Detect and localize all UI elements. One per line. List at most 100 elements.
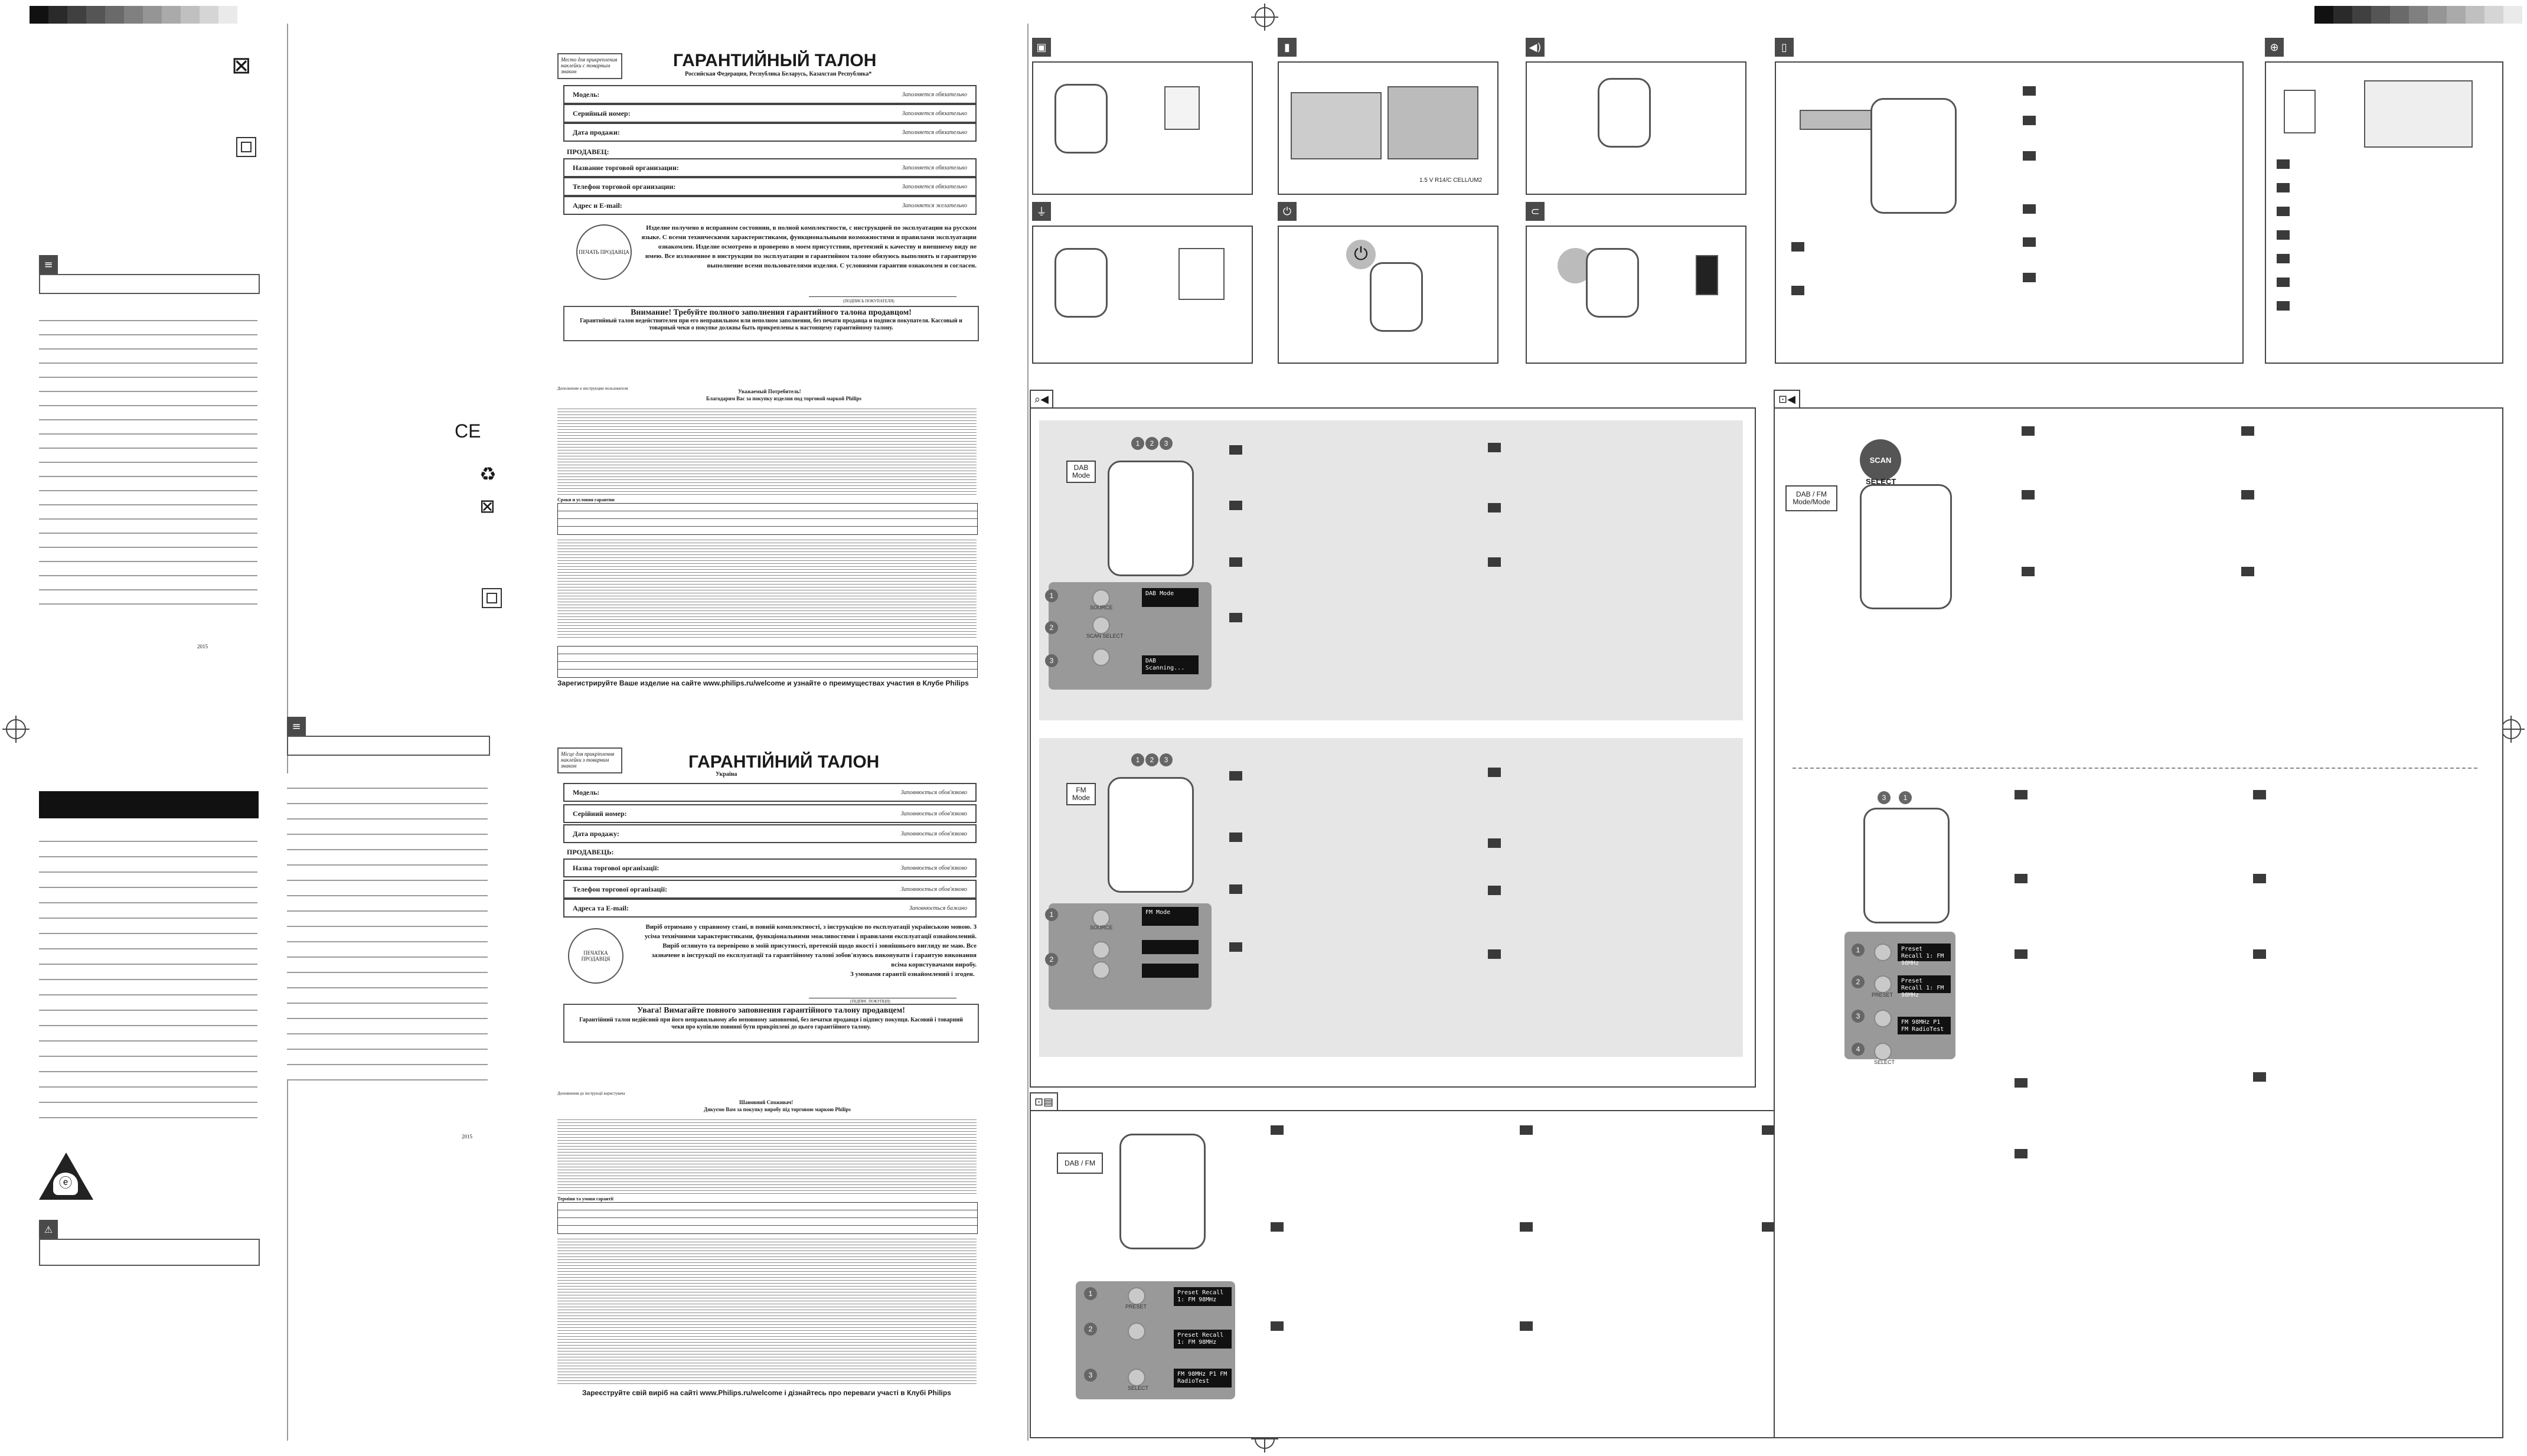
dab-scan-header: ⌕◀ [1030, 390, 1053, 409]
scan-select-button[interactable] [1092, 616, 1110, 634]
scan-button-big[interactable]: SCAN [1860, 439, 1901, 481]
fm-source-button[interactable] [1092, 909, 1110, 927]
store-instr-4 [2015, 1078, 2028, 1088]
weee-bin-icon: ⊠ [479, 495, 495, 517]
step-1c: 3 [1160, 437, 1173, 450]
ua-register-link[interactable]: Зареєструйте свій виріб на сайті www.Phi… [582, 1389, 951, 1397]
dab-instr-3 [1229, 557, 1242, 567]
registration-mark-left [2, 716, 30, 743]
ua-agree: З умовами гарантії ознайомлений і згоден… [850, 971, 975, 978]
grey-right-swatch-6 [2428, 6, 2447, 24]
scan-radio-illustration [1860, 484, 1952, 609]
preset-instr-5 [1520, 1222, 1533, 1232]
grey-left-swatch-4 [105, 6, 124, 24]
ua-seller-name[interactable]: Назва торгової організації:Заповнюється … [563, 858, 977, 877]
lcd-fm-tune-2 [1142, 964, 1199, 978]
grey-left-swatch-3 [86, 6, 105, 24]
ua-field-date[interactable]: Дата продажу:Заповнюється обов'язково [563, 824, 977, 843]
ua-thanks: Дякуємо Вам за покупку виробу під торгов… [704, 1106, 851, 1112]
panel-mains [1032, 226, 1253, 364]
store-instr-2 [2015, 874, 2028, 883]
grey-left-swatch-5 [124, 6, 143, 24]
ua-body-text [557, 1117, 977, 1194]
store-instr-1 [2015, 790, 2028, 799]
store-instr-9 [2253, 1072, 2266, 1082]
source-button[interactable] [1092, 589, 1110, 607]
battery-label: 1.5 V R14/C CELL/UM2 [1419, 177, 1483, 184]
ru-seller-address[interactable]: Адрес и E-mail:Заполняется желательно [563, 196, 977, 215]
store-tune-2-button[interactable] [1874, 1010, 1892, 1027]
preset-label: PRESET [1125, 1304, 1147, 1310]
ru-attention-body: Гарантийный талон недействителен при его… [580, 318, 962, 331]
ua-field-model[interactable]: Модель:Заповнюється обов'язково [563, 783, 977, 802]
preset-select-label: SELECT [1128, 1385, 1149, 1391]
store-step-4: 4 [1852, 1043, 1865, 1056]
store-step-2: 2 [1852, 975, 1865, 988]
page-number-1: 2015 [197, 644, 208, 649]
ua-field-serial[interactable]: Серійний номер:Заповнюється обов'язково [563, 804, 977, 823]
scan-instr-4 [2241, 426, 2254, 436]
dab-fm-label: DAB / FM [1057, 1153, 1103, 1174]
ua-terms-table [557, 1202, 978, 1234]
preset-instr-4 [1520, 1125, 1533, 1135]
tune-button[interactable] [1092, 648, 1110, 666]
store-select-label: SELECT [1874, 1059, 1895, 1065]
store-tune-button[interactable] [1874, 944, 1892, 961]
store-instr-6 [2253, 790, 2266, 799]
store-preset-button[interactable] [1874, 975, 1892, 993]
store-preset-label: PRESET [1872, 992, 1893, 998]
class-ii-icon-2 [482, 588, 502, 608]
ua-stamp-box: Місце для прикріплення наклейки з товарн… [557, 747, 622, 773]
ua-appendix-heading: Доповнення до інструкції користувача [557, 1091, 625, 1096]
fm-tune-down-button[interactable] [1092, 941, 1110, 959]
ua-attention-title: Увага! Вимагайте повного заповнення гара… [637, 1006, 905, 1015]
ua-seller-address[interactable]: Адреса та E-mail:Заповнюється бажано [563, 899, 977, 918]
grey-right-swatch-4 [2390, 6, 2409, 24]
col2-instr-6 [1488, 886, 1501, 895]
preset-tune-button[interactable] [1128, 1323, 1145, 1340]
dab-mode-label: DAB Mode [1066, 461, 1096, 483]
ua-seller-phone[interactable]: Телефон торгової організації:Заповнюєтьс… [563, 880, 977, 899]
ru-field-serial[interactable]: Серийный номер:Заполняется обязательно [563, 104, 977, 123]
preset-step-3: 3 [1084, 1369, 1097, 1382]
ru-seller-name[interactable]: Название торговой организации:Заполняетс… [563, 158, 977, 177]
ru-terms-text [557, 537, 977, 639]
ru-register-link[interactable]: Зарегистрируйте Ваше изделие на сайте ww… [557, 679, 969, 687]
lcd-fm-tune-1 [1142, 940, 1199, 954]
manual-section-icon-1: ≡ [39, 255, 58, 274]
ru-title: ГАРАНТИЙНЫЙ ТАЛОН [673, 51, 877, 70]
ru-field-model[interactable]: Модель:Заполняется обязательно [563, 85, 977, 104]
store-select-button[interactable] [1874, 1043, 1892, 1060]
lcd-fm-mode: FM Mode [1142, 907, 1199, 926]
dab-radio-illustration [1108, 461, 1194, 576]
ru-stamp-box: Место для прикрепления наклейки с товарн… [557, 53, 622, 79]
ru-field-date[interactable]: Дата продажи:Заполняется обязательно [563, 123, 977, 142]
scan-instr-6 [2241, 567, 2254, 576]
preset-radio-illustration [1119, 1134, 1206, 1249]
dab-step-3: 3 [1045, 654, 1058, 667]
fm-instr-1 [1229, 771, 1242, 781]
aux-icon: ⊂ [1526, 202, 1545, 221]
preset-instr-1 [1271, 1125, 1284, 1135]
preset-button[interactable] [1128, 1287, 1145, 1305]
ru-seller-phone[interactable]: Телефон торговой организации:Заполняется… [563, 177, 977, 196]
panel-web-update [2265, 61, 2503, 364]
ua-seller-seal: ПЕЧАТКА ПРОДАВЦЯ [568, 928, 623, 984]
fm-instr-3 [1229, 884, 1242, 894]
fm-tune-up-button[interactable] [1092, 961, 1110, 979]
lcd-preset-2: Preset Recall 1: FM 98MHz [1174, 1330, 1232, 1349]
warning-icon: ⚠ [39, 1220, 58, 1239]
ru-signature-caption: (ПОДПИСЬ ПОКУПАТЕЛЯ) [843, 299, 894, 303]
dab-step-1: 1 [1045, 589, 1058, 602]
scan-instr-1 [2022, 426, 2035, 436]
preset-select-button[interactable] [1128, 1369, 1145, 1386]
recycle-bin-icon: ⊠ [231, 52, 252, 79]
store-instr-7 [2253, 874, 2266, 883]
ru-signature-line [809, 296, 956, 297]
store-lcd-2: Preset Recall 1: FM 98MHz [1898, 975, 1951, 998]
page-number-2: 2015 [462, 1134, 472, 1140]
ua-terms-text [557, 1236, 977, 1384]
preset-header: ⊡▤ [1030, 1092, 1059, 1111]
grey-right-swatch-11 [2522, 6, 2527, 24]
fold-line-2 [1027, 24, 1029, 1441]
